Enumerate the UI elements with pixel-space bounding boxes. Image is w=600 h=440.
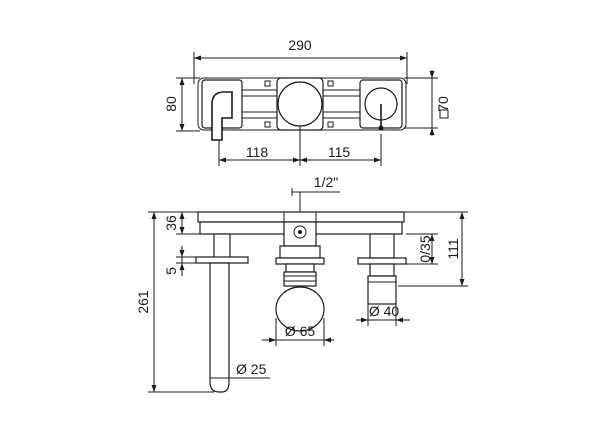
front-view: 1/2" 36 5 261 Ø 25 (135, 174, 468, 393)
square-symbol-icon (439, 109, 449, 119)
dim-width-290: 290 (288, 37, 312, 53)
top-view: 290 80 70 (163, 37, 451, 166)
dim-height-80: 80 (163, 96, 179, 112)
dim-offset-118: 118 (246, 144, 269, 160)
dim-range: 0/35 (417, 235, 433, 262)
dim-diameter-spout: Ø 25 (236, 361, 267, 377)
dim-height-111: 111 (445, 238, 461, 259)
knob-front (275, 286, 325, 332)
dim-diameter-knob: Ø 65 (285, 323, 316, 339)
dim-diameter-handle: Ø 40 (369, 303, 400, 319)
knob-circle (277, 81, 323, 127)
dim-depth-36: 36 (163, 215, 179, 231)
dim-offset-115: 115 (328, 144, 351, 160)
dim-square-70: 70 (435, 96, 451, 112)
dim-small-5: 5 (163, 267, 179, 275)
dim-thread: 1/2" (314, 174, 338, 190)
dim-height-261: 261 (135, 290, 151, 314)
